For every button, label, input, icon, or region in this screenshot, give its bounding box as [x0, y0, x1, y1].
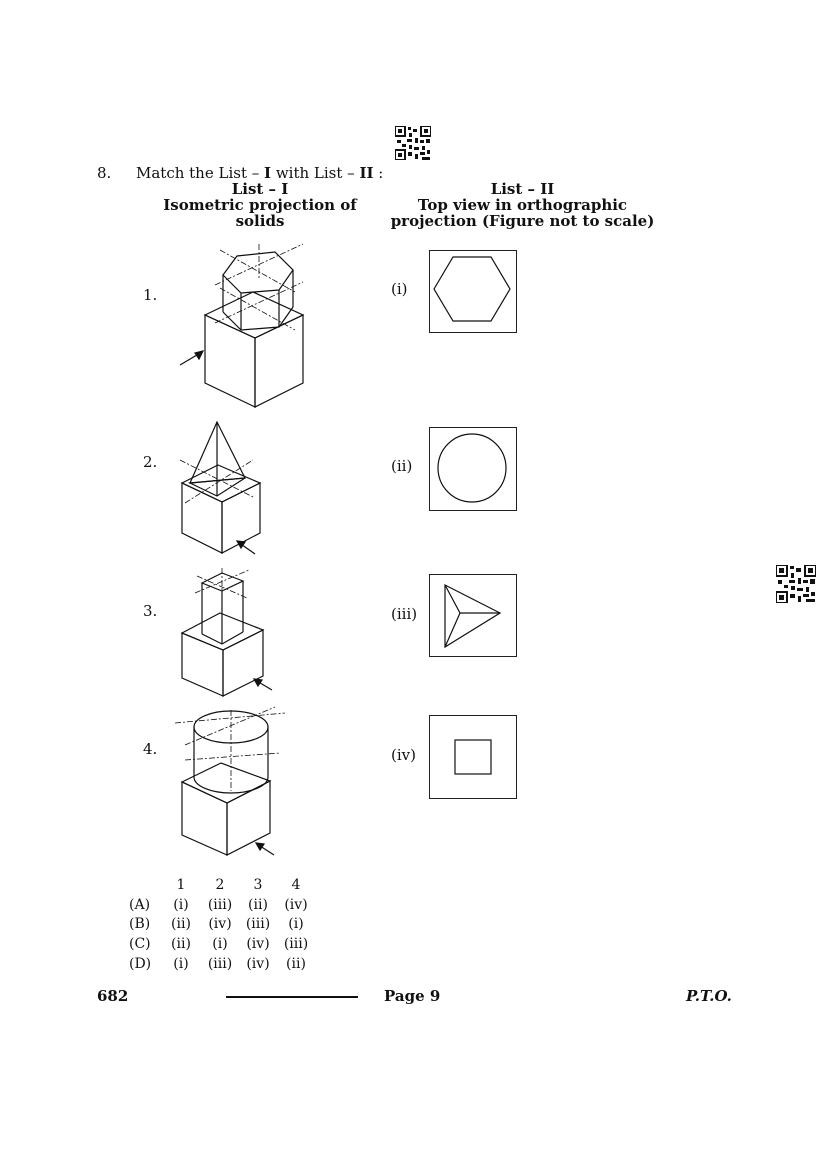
option-label[interactable]: (C) [129, 936, 151, 952]
option-cell: (iv) [246, 956, 270, 972]
list1-item-1: 1. [143, 286, 158, 304]
options-header-3: 3 [253, 877, 263, 893]
option-cell: (ii) [171, 916, 191, 932]
figure-hex-prism-on-cube [175, 240, 310, 410]
option-cell: (i) [288, 916, 304, 932]
question-stem: Match the List – I with List – II : [136, 164, 383, 182]
circle-shape [437, 433, 507, 503]
figure-pyramid-on-cube [175, 418, 270, 558]
list2-subtitle-2: projection (Figure not to scale) [390, 212, 655, 230]
option-cell: (iii) [207, 956, 233, 972]
option-cell: (ii) [248, 897, 268, 913]
option-cell: (ii) [286, 956, 306, 972]
qr-code-top [395, 126, 431, 160]
pto-label: P.T.O. [686, 987, 732, 1005]
list2-item-ii: (ii) [391, 457, 413, 475]
list1-subtitle-2: solids [235, 212, 285, 230]
stem-list2: II [359, 164, 374, 182]
option-label[interactable]: (B) [129, 916, 151, 932]
option-cell: (i) [173, 956, 189, 972]
stem-list1: I [264, 164, 272, 182]
figure-square-prism-on-cube [175, 568, 275, 698]
option-cell: (iii) [283, 936, 309, 952]
footer-rule [226, 996, 358, 998]
stem-mid: with List – [271, 164, 360, 182]
list2-subtitle-1: Top view in orthographic [417, 196, 628, 214]
list2-title: List – II [490, 180, 555, 198]
list2-heading: List – II Top view in orthographic proje… [380, 181, 665, 229]
qr-code-side [776, 565, 816, 603]
option-label[interactable]: (A) [129, 897, 151, 913]
option-cell: (iv) [246, 936, 270, 952]
list1-item-4: 4. [143, 740, 158, 758]
topview-circle-box [429, 427, 517, 511]
figure-cylinder-on-cube [175, 705, 285, 865]
list1-item-3: 3. [143, 602, 158, 620]
options-header-2: 2 [215, 877, 225, 893]
option-cell: (iii) [207, 897, 233, 913]
list2-item-iii: (iii) [391, 605, 418, 623]
list2-item-iv: (iv) [391, 746, 416, 764]
triangle-shape [444, 584, 502, 649]
square-shape [454, 739, 492, 775]
stem-prefix: Match the List – [136, 164, 265, 182]
paper-code: 682 [97, 987, 129, 1005]
topview-triangle-box [429, 574, 517, 657]
question-number: 8. [97, 164, 112, 182]
option-cell: (i) [212, 936, 228, 952]
hexagon-shape [433, 256, 511, 322]
list1-subtitle-1: Isometric projection of [163, 196, 357, 214]
list1-item-2: 2. [143, 453, 158, 471]
option-cell: (ii) [171, 936, 191, 952]
list2-item-i: (i) [391, 280, 408, 298]
option-cell: (iii) [245, 916, 271, 932]
option-label[interactable]: (D) [129, 956, 152, 972]
option-cell: (iv) [208, 916, 232, 932]
topview-square-box [429, 715, 517, 799]
option-cell: (iv) [284, 897, 308, 913]
options-header-1: 1 [176, 877, 186, 893]
page-number: Page 9 [384, 987, 441, 1005]
option-cell: (i) [173, 897, 189, 913]
list1-heading: List – I Isometric projection of solids [150, 181, 370, 229]
stem-suffix: : [373, 164, 384, 182]
list1-title: List – I [231, 180, 289, 198]
topview-hexagon-box [429, 250, 517, 333]
options-header-4: 4 [291, 877, 301, 893]
